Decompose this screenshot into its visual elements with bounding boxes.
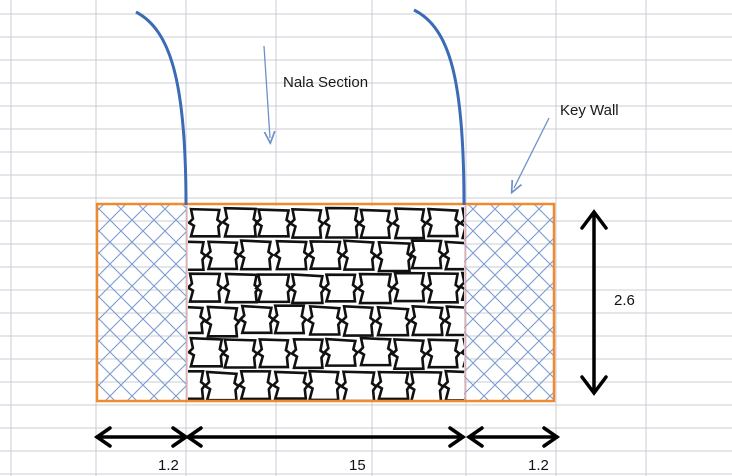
stone-block bbox=[237, 370, 274, 401]
stone-block bbox=[390, 338, 428, 371]
stone-block bbox=[188, 240, 208, 272]
stone-block bbox=[322, 206, 361, 239]
stone-block bbox=[374, 240, 414, 273]
stone-block bbox=[355, 272, 395, 305]
right-key-wall-dimension-arrow bbox=[465, 426, 561, 448]
stone-block bbox=[424, 207, 462, 238]
stone-block bbox=[289, 337, 327, 370]
stone-block bbox=[271, 304, 308, 335]
stone-block bbox=[306, 240, 344, 270]
stone-block bbox=[288, 207, 325, 239]
stone-block bbox=[254, 273, 293, 304]
stone-block bbox=[188, 336, 226, 368]
section-outline bbox=[95, 202, 556, 403]
stone-block bbox=[204, 240, 241, 271]
stone-block bbox=[391, 207, 428, 240]
stone-block bbox=[271, 370, 310, 400]
left-key-wall-dimension-arrow bbox=[93, 426, 190, 448]
nala-right-bank bbox=[413, 8, 466, 206]
nala-width-dimension-arrow bbox=[184, 426, 467, 448]
stone-block bbox=[305, 369, 343, 401]
stone-block bbox=[356, 208, 394, 239]
stone-block bbox=[288, 273, 327, 305]
stone-block bbox=[424, 338, 462, 369]
stone-block bbox=[255, 338, 292, 369]
stone-block bbox=[373, 305, 412, 337]
left-key-wall-width-label: 1.2 bbox=[158, 457, 179, 474]
height-dimension-label: 2.6 bbox=[614, 292, 635, 309]
stone-block bbox=[272, 239, 311, 271]
stone-block bbox=[220, 338, 259, 369]
stone-block bbox=[306, 304, 344, 336]
stone-block bbox=[322, 337, 360, 367]
nala-section-label: Nala Section bbox=[283, 74, 368, 91]
stone-block bbox=[356, 336, 395, 367]
height-dimension-arrow bbox=[580, 209, 608, 396]
stone-block bbox=[441, 240, 464, 271]
stone-block bbox=[237, 239, 275, 271]
stone-block bbox=[220, 206, 260, 238]
stone-block bbox=[374, 370, 412, 401]
stone-block bbox=[238, 304, 276, 335]
stone-block bbox=[390, 271, 428, 303]
nala-section-pointer-arrow bbox=[263, 45, 270, 138]
stone-block bbox=[203, 370, 241, 401]
stone-block bbox=[188, 305, 207, 335]
stone-block bbox=[188, 370, 207, 401]
right-key-wall-hatch bbox=[464, 204, 554, 401]
stone-block bbox=[339, 370, 378, 401]
stone-block bbox=[424, 272, 462, 304]
left-key-wall-hatch bbox=[97, 204, 186, 401]
key-wall-pointer-arrow bbox=[514, 117, 550, 188]
stone-block bbox=[188, 272, 224, 303]
stone-block bbox=[340, 239, 378, 271]
stone-block bbox=[203, 305, 241, 338]
nala-left-bank bbox=[135, 10, 188, 206]
stone-block bbox=[408, 304, 447, 337]
stone-block bbox=[407, 370, 445, 401]
stone-block bbox=[442, 305, 464, 337]
stone-block bbox=[221, 272, 261, 304]
stone-block bbox=[459, 337, 464, 368]
key-wall-label: Key Wall bbox=[560, 102, 619, 119]
right-key-wall-width-label: 1.2 bbox=[528, 457, 549, 474]
stone-block bbox=[322, 273, 359, 303]
stone-block bbox=[458, 207, 464, 240]
nala-width-label: 15 bbox=[349, 457, 366, 474]
stone-block bbox=[408, 239, 445, 270]
stone-block bbox=[339, 304, 377, 337]
stone-block bbox=[441, 369, 464, 401]
stone-block bbox=[458, 271, 464, 302]
stone-block bbox=[188, 207, 224, 238]
stone-block bbox=[254, 208, 293, 238]
